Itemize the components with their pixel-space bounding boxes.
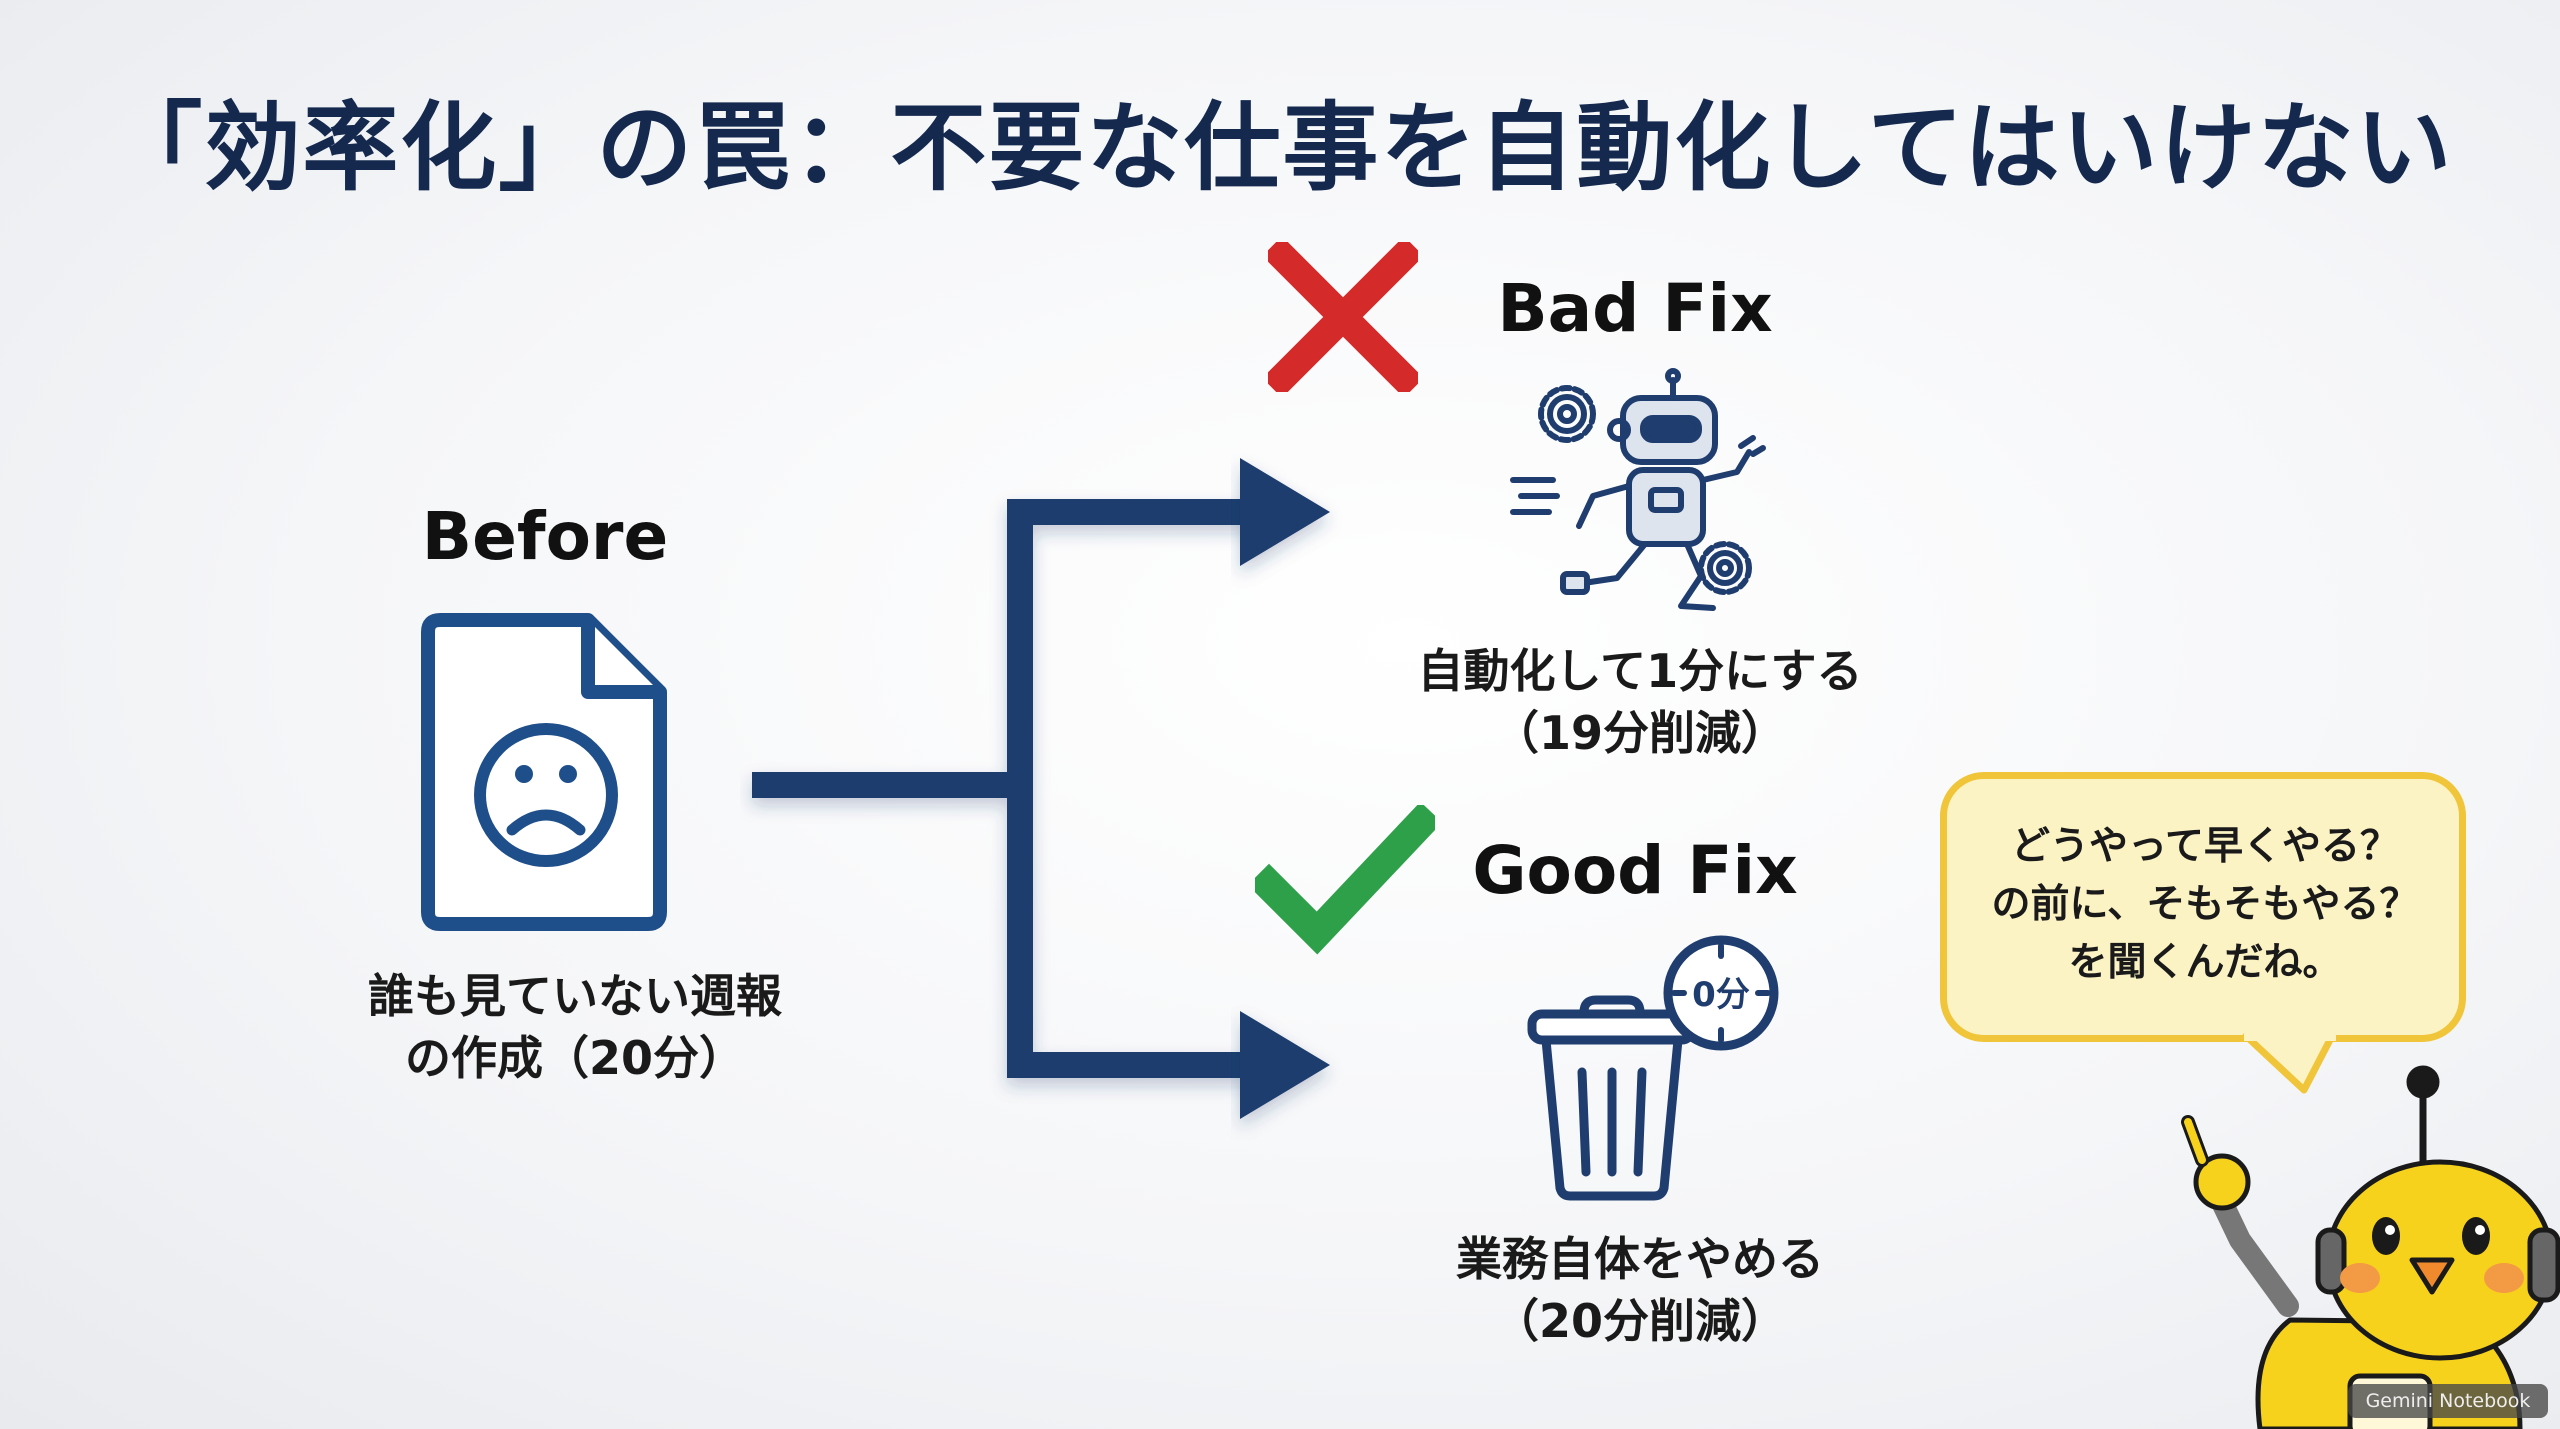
- good-fix-heading: Good Fix: [1472, 832, 1798, 909]
- good-fix-caption: 業務自体をやめる （20分削減）: [1370, 1228, 1910, 1352]
- red-x-icon: [1268, 242, 1418, 392]
- before-caption-line-1: 誰も見ていない週報: [368, 969, 782, 1023]
- bad-fix-caption-line-2: （19分削減）: [1492, 706, 1787, 760]
- before-caption: 誰も見ていない週報 の作成（20分）: [320, 965, 830, 1089]
- speech-line-1: どうやって早くやる？: [2010, 824, 2400, 869]
- branch-arrows: [752, 458, 1330, 1119]
- green-check-icon: [1255, 805, 1435, 955]
- chick-robot-mascot-icon: [2181, 1065, 2560, 1429]
- speech-line-3: を聞くんだね。: [2068, 940, 2342, 985]
- good-fix-caption-line-1: 業務自体をやめる: [1456, 1232, 1824, 1286]
- trash-can-icon: [1527, 995, 1697, 1201]
- speech-bubble-tail: [2242, 1028, 2336, 1094]
- bad-fix-caption-line-1: 自動化して1分にする: [1417, 644, 1863, 698]
- speech-bubble: [1940, 772, 2466, 1042]
- running-robot-icon: [1510, 368, 1766, 611]
- page-title: 「効率化」の罠：不要な仕事を自動化してはいけない: [106, 92, 2454, 204]
- before-caption-line-2: の作成（20分）: [404, 1031, 745, 1085]
- bad-fix-heading: Bad Fix: [1497, 270, 1773, 347]
- timer-icon: 0分: [1663, 935, 1779, 1051]
- upper-arrowhead: [1240, 458, 1330, 566]
- speech-line-2: の前に、そもそもやる？: [1991, 882, 2419, 927]
- lower-arrowhead: [1240, 1011, 1330, 1119]
- sad-document-icon: [421, 613, 667, 931]
- good-fix-caption-line-2: （20分削減）: [1492, 1294, 1787, 1348]
- speech-bubble-text: どうやって早くやる？ の前に、そもそもやる？ を聞くんだね。: [1955, 818, 2455, 992]
- watermark: Gemini Notebook: [2348, 1384, 2548, 1418]
- before-heading: Before: [421, 498, 669, 575]
- timer-label: 0分: [1692, 975, 1750, 1015]
- bad-fix-caption: 自動化して1分にする （19分削減）: [1370, 640, 1910, 764]
